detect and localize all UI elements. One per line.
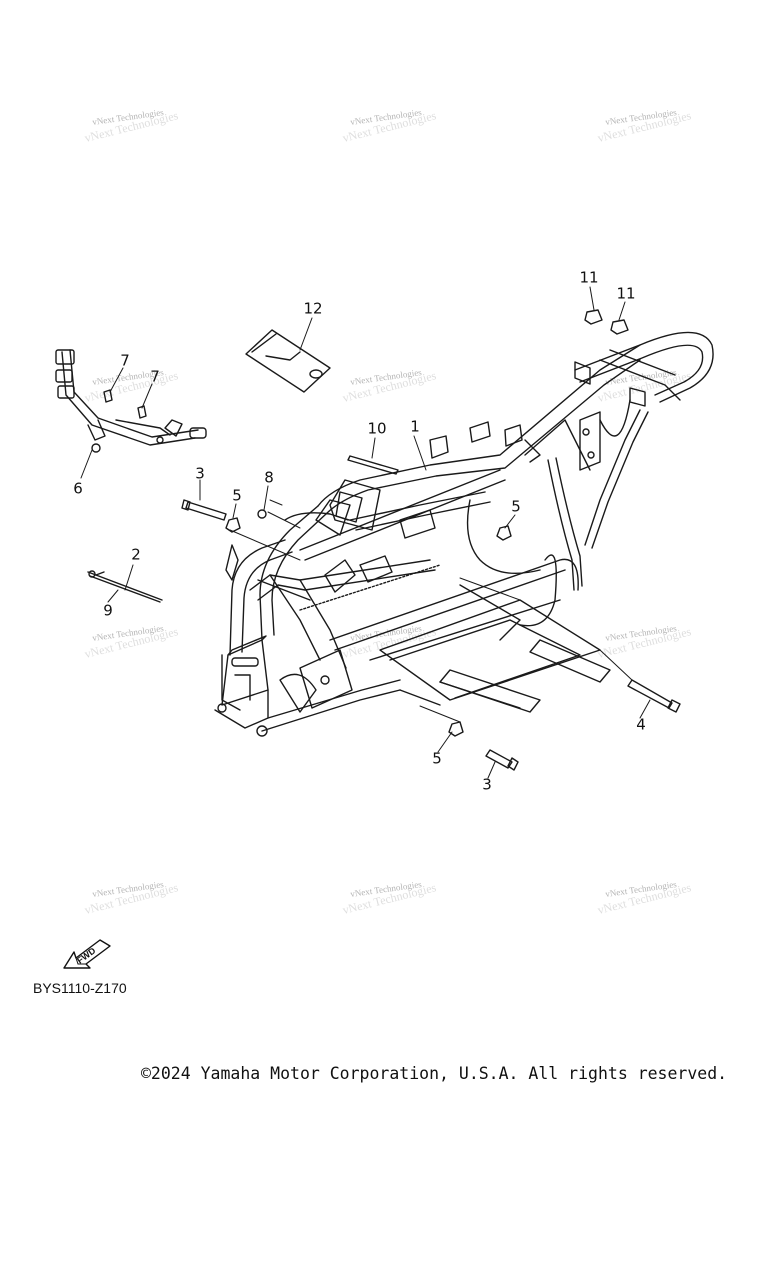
callout-11: 11 bbox=[579, 268, 599, 287]
front-bracket-part bbox=[55, 349, 207, 453]
cable-tie-part bbox=[87, 570, 163, 603]
leader-lines bbox=[80, 286, 651, 779]
callout-5: 5 bbox=[511, 497, 521, 516]
document-bag-part bbox=[245, 329, 331, 393]
callout-5: 5 bbox=[232, 486, 242, 505]
copyright-notice: ©2024 Yamaha Motor Corporation, U.S.A. A… bbox=[141, 1064, 728, 1083]
callout-3: 3 bbox=[482, 775, 492, 794]
diagram-code: BYS1110-Z170 bbox=[33, 980, 127, 996]
callout-12: 12 bbox=[303, 299, 323, 318]
callout-3: 3 bbox=[195, 464, 205, 483]
callout-11: 11 bbox=[616, 284, 636, 303]
callout-2: 2 bbox=[131, 545, 141, 564]
callout-1: 1 bbox=[410, 417, 420, 436]
callout-10: 10 bbox=[367, 419, 387, 438]
bolt-parts bbox=[181, 499, 681, 771]
label-strip-part bbox=[347, 455, 399, 475]
callout-7: 7 bbox=[120, 351, 130, 370]
callout-7: 7 bbox=[150, 367, 160, 386]
callout-4: 4 bbox=[636, 715, 646, 734]
callout-5: 5 bbox=[432, 749, 442, 768]
callout-8: 8 bbox=[264, 468, 274, 487]
callout-9: 9 bbox=[103, 601, 113, 620]
main-frame-part bbox=[214, 331, 714, 737]
forward-arrow-icon: FWD bbox=[63, 939, 111, 969]
callout-6: 6 bbox=[73, 479, 83, 498]
